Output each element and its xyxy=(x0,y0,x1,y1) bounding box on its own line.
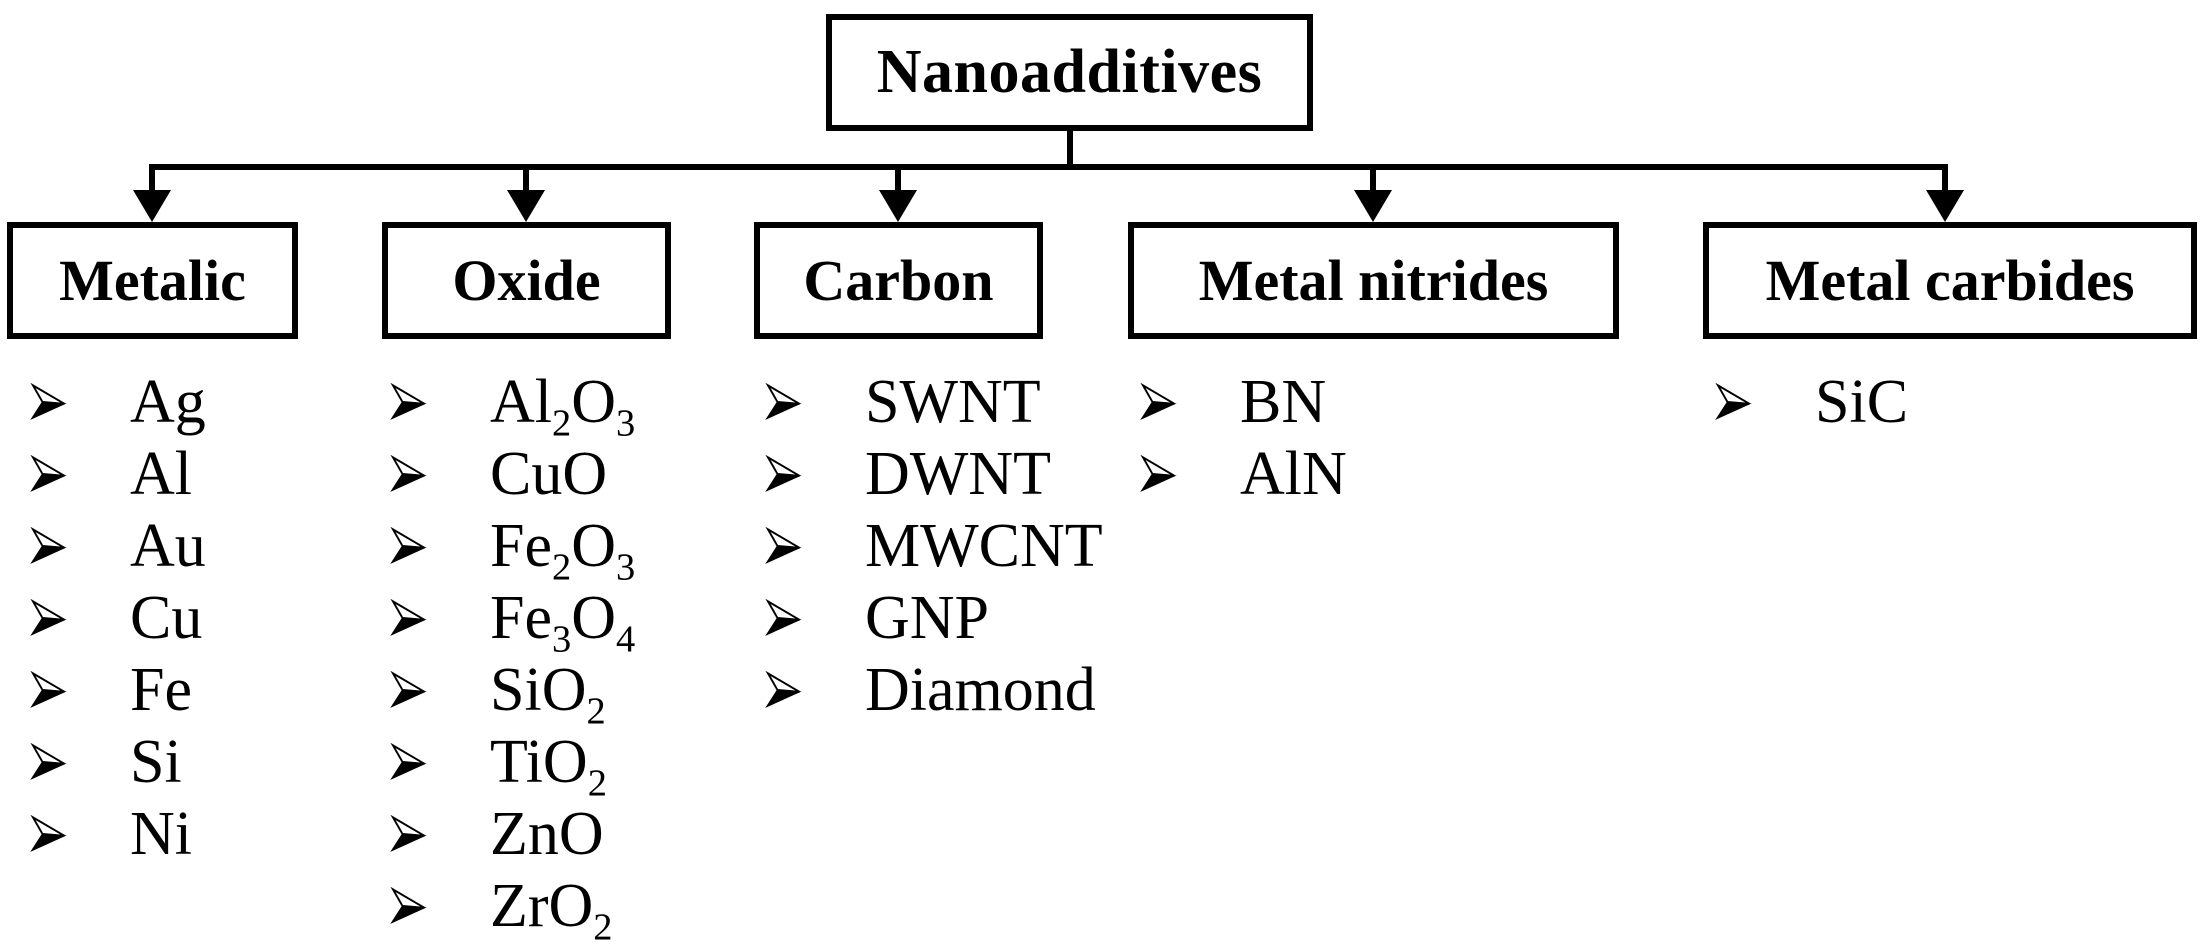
arrowhead-bullet-icon xyxy=(390,743,427,780)
arrowhead-bullet-icon xyxy=(765,671,802,708)
arrowhead-bullet-icon xyxy=(30,671,67,708)
list-item-label: Fe3O4 xyxy=(490,583,636,660)
arrowhead-bullet-icon xyxy=(390,671,427,708)
list-item: Fe2O3 xyxy=(390,510,636,588)
arrow-down-icon xyxy=(133,190,171,222)
list-item-label: GNP xyxy=(865,583,990,652)
category-box-metal-nitrides: Metal nitrides xyxy=(1128,222,1619,339)
category-label: Metalic xyxy=(59,248,246,313)
list-item-label: SiO2 xyxy=(490,655,606,732)
connector-root-stub xyxy=(1067,128,1073,170)
arrow-down-icon xyxy=(1926,190,1964,222)
list-item-label: Al2O3 xyxy=(490,367,636,444)
arrowhead-bullet-icon xyxy=(765,455,802,492)
arrowhead-bullet-icon xyxy=(30,815,67,852)
list-item: Au xyxy=(30,510,206,582)
list-item-label: Ni xyxy=(130,799,192,868)
list-item-label: Ag xyxy=(130,367,206,436)
arrowhead-bullet-icon xyxy=(30,743,67,780)
list-item: SiC xyxy=(1715,366,1908,438)
arrow-down-icon xyxy=(507,190,545,222)
list-item: Ni xyxy=(30,798,206,870)
list-item-label: Si xyxy=(130,727,182,796)
list-item: Al2O3 xyxy=(390,366,636,444)
list-item: Si xyxy=(30,726,206,798)
root-node-box: Nanoadditives xyxy=(826,14,1313,131)
list-item: Fe xyxy=(30,654,206,726)
list-item-label: CuO xyxy=(490,439,608,508)
arrow-down-icon xyxy=(879,190,917,222)
list-item-label: BN xyxy=(1240,367,1327,436)
list-item: MWCNT xyxy=(765,510,1103,582)
list-item: ZrO2 xyxy=(390,870,635,948)
arrowhead-bullet-icon xyxy=(390,455,427,492)
arrowhead-bullet-icon xyxy=(1140,383,1177,420)
list-item: CuO xyxy=(390,438,635,510)
category-label: Metal nitrides xyxy=(1198,248,1549,313)
arrowhead-bullet-icon xyxy=(1140,455,1177,492)
arrowhead-bullet-icon xyxy=(1715,383,1752,420)
connector-arrow-line-metal-nitrides xyxy=(1370,166,1376,192)
list-item-label: SiC xyxy=(1815,367,1909,436)
arrowhead-bullet-icon xyxy=(765,599,802,636)
list-item-label: AlN xyxy=(1240,439,1347,508)
arrowhead-bullet-icon xyxy=(390,815,427,852)
category-label: Metal carbides xyxy=(1765,248,2135,313)
arrowhead-bullet-icon xyxy=(390,887,427,924)
list-item-label: Al xyxy=(130,439,192,508)
connector-arrow-line-oxide xyxy=(523,166,529,192)
list-item: SWNT xyxy=(765,366,1103,438)
arrowhead-bullet-icon xyxy=(30,455,67,492)
list-item: BN xyxy=(1140,366,1347,438)
list-item-label: ZnO xyxy=(490,799,604,868)
list-item: Diamond xyxy=(765,654,1103,726)
arrowhead-bullet-icon xyxy=(30,383,67,420)
arrowhead-bullet-icon xyxy=(390,527,427,564)
list-item: DWNT xyxy=(765,438,1103,510)
list-item: GNP xyxy=(765,582,1103,654)
list-item: SiO2 xyxy=(390,654,635,732)
list-item-label: DWNT xyxy=(865,439,1051,508)
category-label: Oxide xyxy=(452,248,601,313)
category-list-metal-carbides: SiC xyxy=(1715,366,1908,438)
list-item: Al xyxy=(30,438,206,510)
list-item-label: MWCNT xyxy=(865,511,1103,580)
list-item-label: SWNT xyxy=(865,367,1041,436)
list-item-label: Diamond xyxy=(865,655,1096,724)
arrowhead-bullet-icon xyxy=(30,527,67,564)
connector-arrow-line-metalic xyxy=(149,166,155,192)
list-item: ZnO xyxy=(390,798,635,870)
list-item: Fe3O4 xyxy=(390,582,636,660)
arrowhead-bullet-icon xyxy=(390,599,427,636)
list-item-label: Fe2O3 xyxy=(490,511,636,588)
list-item-label: Au xyxy=(130,511,206,580)
list-item-label: Fe xyxy=(130,655,192,724)
list-item-label: Cu xyxy=(130,583,203,652)
list-item: Cu xyxy=(30,582,206,654)
category-label: Carbon xyxy=(803,248,994,313)
list-item: TiO2 xyxy=(390,726,635,804)
root-node-label: Nanoadditives xyxy=(876,38,1263,106)
connector-arrow-line-metal-carbides xyxy=(1942,166,1948,192)
connector-trunk-line xyxy=(149,164,1948,170)
connector-arrow-line-carbon xyxy=(895,166,901,192)
arrowhead-bullet-icon xyxy=(390,383,427,420)
arrowhead-bullet-icon xyxy=(765,383,802,420)
list-item: Ag xyxy=(30,366,206,438)
list-item-label: TiO2 xyxy=(490,727,607,804)
list-item: AlN xyxy=(1140,438,1347,510)
arrowhead-bullet-icon xyxy=(765,527,802,564)
category-box-metal-carbides: Metal carbides xyxy=(1703,222,2197,339)
category-box-metalic: Metalic xyxy=(7,222,298,339)
arrow-down-icon xyxy=(1354,190,1392,222)
arrowhead-bullet-icon xyxy=(30,599,67,636)
category-box-carbon: Carbon xyxy=(754,222,1043,339)
category-box-oxide: Oxide xyxy=(382,222,671,339)
list-item-label: ZrO2 xyxy=(490,871,613,948)
